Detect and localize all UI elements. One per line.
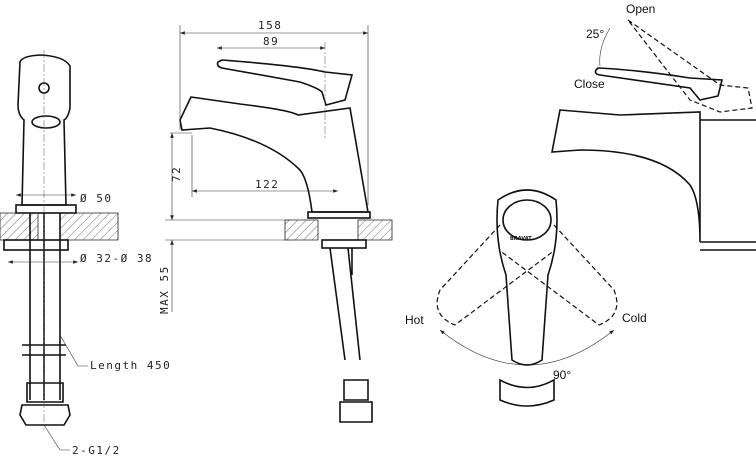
- handle-top-center: [496, 189, 558, 366]
- dim-spout-height: 72: [170, 166, 183, 182]
- hose-length-label: Length 450: [90, 359, 171, 372]
- aerator-front: [31, 115, 61, 129]
- hose-nut-side-icon: [339, 379, 373, 423]
- fixing-nut: [3, 239, 69, 251]
- dim-total-length: 158: [258, 19, 282, 32]
- cold-label: Cold: [622, 311, 647, 325]
- dim-handle-length: 89: [263, 35, 279, 48]
- base-plate-side: [307, 211, 371, 219]
- tilt-angle-label: 25°: [586, 27, 604, 41]
- brand-mark: BRAVAT: [510, 236, 532, 242]
- handle-top-hot: [436, 224, 556, 326]
- counter-left: [0, 212, 39, 241]
- faucet-handle-side: [216, 59, 354, 106]
- lever-closed: [594, 67, 724, 101]
- fixing-nut-side: [321, 239, 367, 249]
- base-plate: [15, 204, 77, 214]
- open-label: Open: [626, 2, 655, 16]
- close-label: Close: [574, 77, 605, 91]
- dim-hole-diameter: Ø 32-Ø 38: [80, 252, 153, 265]
- connection-label: 2-G1/2: [72, 444, 121, 457]
- dim-outer-diameter: Ø 50: [80, 192, 113, 205]
- faucet-body-front: [17, 54, 71, 206]
- lever-view: Open 25° Close: [551, 2, 756, 251]
- lever-open: [627, 19, 753, 113]
- rotation-angle-label: 90°: [553, 368, 571, 382]
- handle-top-cold: [498, 224, 618, 326]
- hot-label: Hot: [405, 313, 424, 327]
- spout-top: [499, 378, 555, 407]
- hose-nut-icon: [19, 382, 71, 426]
- counter-side-right: [357, 219, 393, 241]
- faucet-body-lever-view: [551, 109, 701, 243]
- faucet-body-side: [179, 96, 369, 213]
- top-view: BRAVAT Hot Cold 90°: [405, 189, 647, 407]
- counter-side-left: [284, 219, 319, 241]
- dim-spout-reach: 122: [255, 178, 279, 191]
- front-view: Ø 50 Ø 32-Ø 38 Length 450 2-G1/2: [0, 50, 171, 457]
- side-view: 158 89 72 122 MAX 55: [158, 19, 393, 423]
- dim-max-counter: MAX 55: [158, 265, 171, 314]
- counter-right: [59, 212, 119, 241]
